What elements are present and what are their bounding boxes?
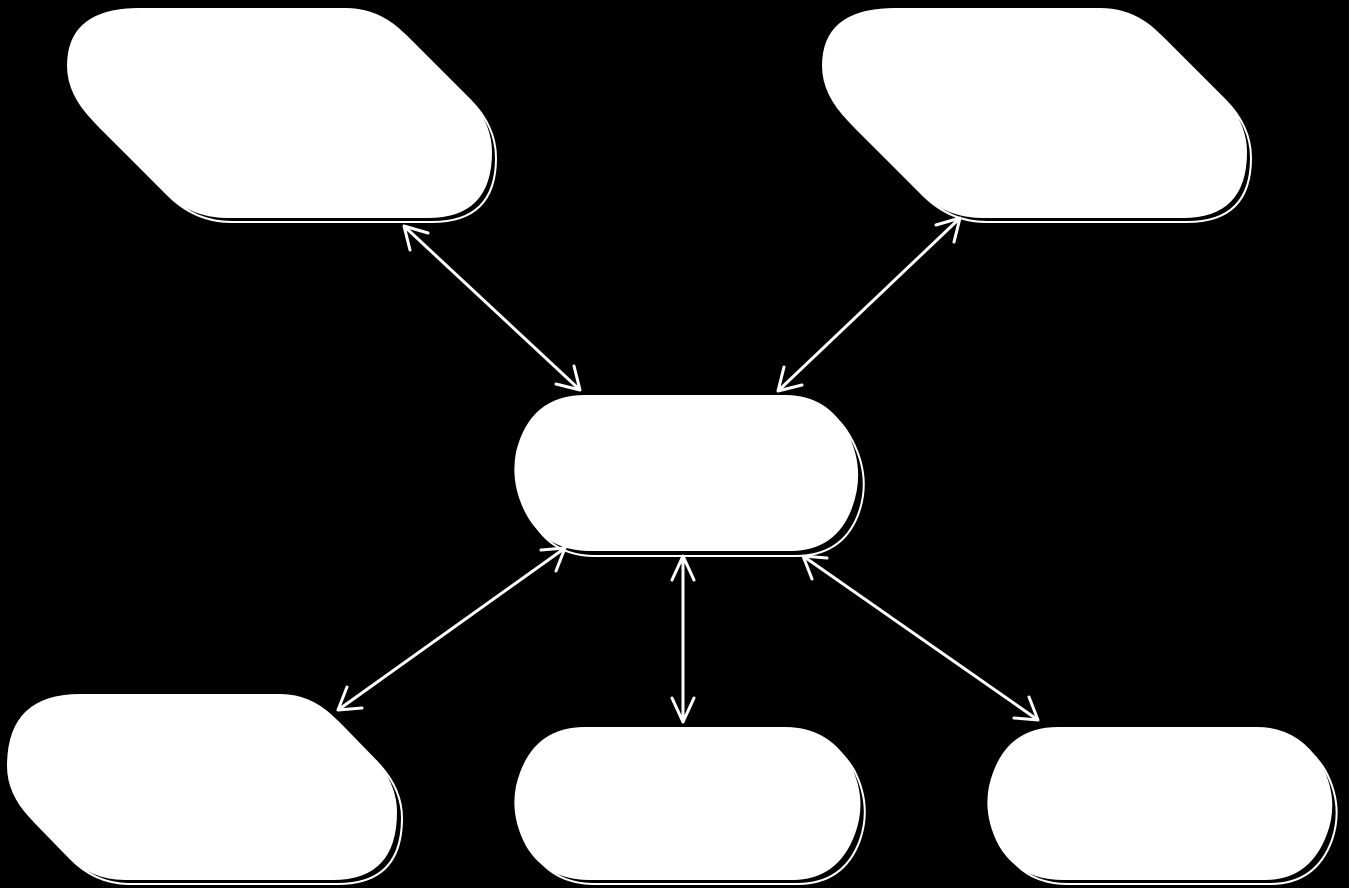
edge-top-right-center xyxy=(776,216,962,393)
arrowhead-bottom-right xyxy=(1012,695,1040,722)
arrowhead-center-bottom-left xyxy=(539,546,567,573)
arrowhead-center-bottom-right xyxy=(801,554,829,581)
arrowhead-top-right xyxy=(934,216,962,244)
arrowhead-bottom-middle xyxy=(670,696,696,724)
edge-center-bottom-left xyxy=(336,546,567,712)
arrowhead-center-top-right xyxy=(776,365,804,393)
node-top-right[interactable] xyxy=(822,8,1253,223)
arrowhead-bottom-left xyxy=(336,685,364,712)
arrowhead-top-left xyxy=(402,224,430,252)
edge-center-bottom-middle xyxy=(670,554,696,724)
node-bottom-left[interactable] xyxy=(7,694,404,885)
node-top-left[interactable] xyxy=(67,8,498,223)
edge-center-bottom-right xyxy=(801,554,1040,722)
arrowhead-center-bottom-middle xyxy=(670,554,696,582)
node-bottom-right[interactable] xyxy=(987,727,1338,885)
node-center[interactable] xyxy=(514,395,865,557)
arrowhead-center-top-left xyxy=(554,364,582,392)
node-bottom-middle[interactable] xyxy=(514,727,866,885)
edge-top-left-center xyxy=(402,224,582,392)
